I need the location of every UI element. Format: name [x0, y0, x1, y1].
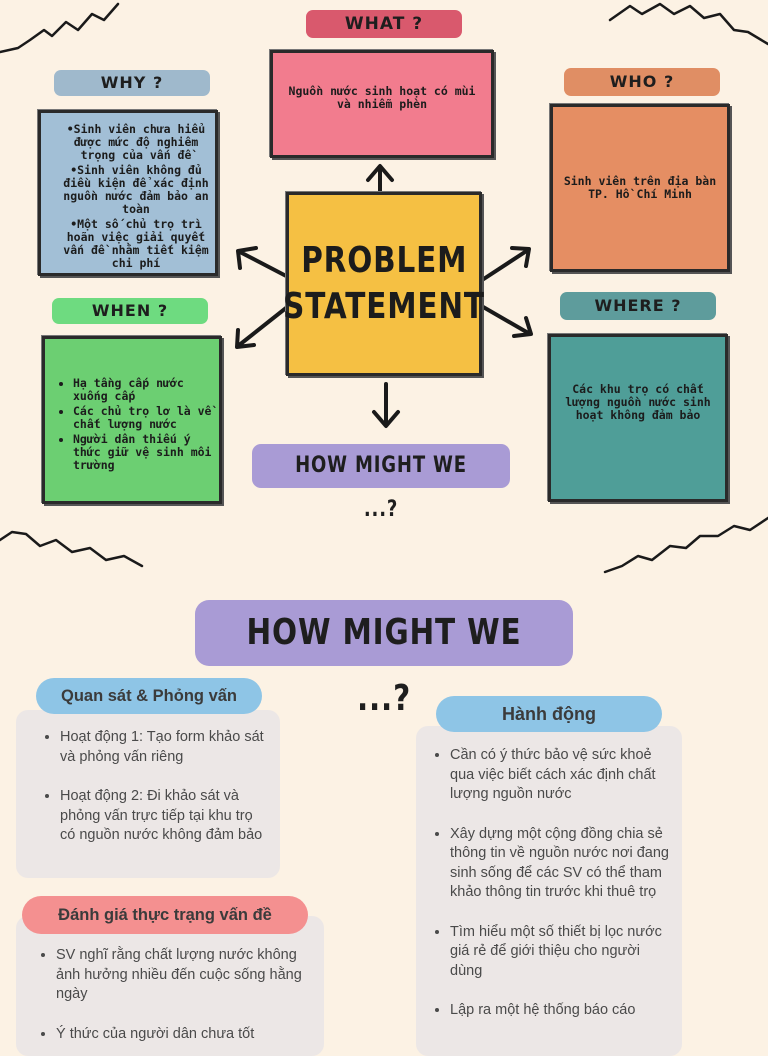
hmw-title-label: HOW MIGHT WE ...?: [246, 612, 522, 719]
what-tag: WHAT ?: [306, 10, 462, 38]
action-item: Cần có ý thức bảo vệ sức khoẻ qua việc b…: [450, 746, 672, 805]
what-label: WHAT ?: [344, 14, 424, 34]
arrow-downright-icon: [476, 302, 533, 338]
problem-statement-card: PROBLEM STATEMENT: [283, 192, 485, 376]
arrow-down-icon: [372, 382, 400, 428]
why-item: •Một số chủ trọ trì hoãn việc giải quyết…: [63, 217, 209, 270]
why-tag: WHY ?: [54, 70, 210, 96]
when-item: Người dân thiếu ý thức giữ vệ sinh môi t…: [73, 433, 213, 472]
where-tag: WHERE ?: [560, 292, 716, 320]
decoration-layer: [0, 2, 768, 574]
why-card: •Sinh viên chưa hiểu được mức độ nghiêm …: [38, 110, 218, 276]
when-card: Hạ tầng cấp nước xuống cấp Các chủ trọ l…: [42, 336, 222, 504]
arrow-upright-icon: [474, 246, 531, 286]
assess-item: SV nghĩ rằng chất lượng nước không ảnh h…: [56, 946, 310, 1005]
when-item: Hạ tầng cấp nước xuống cấp: [73, 377, 213, 403]
why-label: WHY ?: [100, 73, 164, 92]
observe-label: Quan sát & Phỏng vấn: [60, 687, 238, 705]
problem-statement-line1: PROBLEM: [300, 240, 468, 281]
arrow-upleft-icon: [236, 246, 292, 280]
action-pill: Hành động: [436, 696, 662, 732]
when-tag: WHEN ?: [52, 298, 208, 324]
where-text: Các khu trọ có chất lượng nguồn nước sin…: [565, 382, 711, 422]
assess-label: Đánh giá thực trạng vấn đề: [58, 906, 272, 924]
what-card: Nguồn nước sinh hoạt có mùi và nhiễm phè…: [270, 50, 494, 158]
where-card: Các khu trọ có chất lượng nguồn nước sin…: [548, 334, 728, 502]
zigzag-top-left: [0, 2, 120, 54]
arrow-downleft-icon: [235, 306, 288, 349]
hmw-small-tag: HOW MIGHT WE ...?: [252, 444, 510, 522]
where-label: WHERE ?: [594, 296, 682, 315]
observe-item: Hoạt động 1: Tạo form khảo sát và phỏng …: [60, 728, 266, 767]
zigzag-mid-left: [0, 530, 144, 568]
action-item: Tìm hiểu một số thiết bị lọc nước giá rẻ…: [450, 923, 672, 982]
hmw-title: HOW MIGHT WE ...?: [195, 600, 573, 719]
when-label: WHEN ?: [91, 301, 169, 320]
who-label: WHO ?: [609, 72, 675, 91]
who-card: Sinh viên trên địa bàn TP. Hồ Chí Minh: [550, 104, 730, 272]
action-item: Xây dựng một cộng đồng chia sẻ thông tin…: [450, 825, 672, 903]
hmw-small-label: HOW MIGHT WE ...?: [295, 453, 467, 522]
observe-item: Hoạt động 2: Đi khảo sát và phỏng vấn tr…: [60, 787, 266, 846]
observe-box: Hoạt động 1: Tạo form khảo sát và phỏng …: [16, 710, 280, 878]
zigzag-mid-right: [603, 516, 768, 574]
assess-item: Ý thức của người dân chưa tốt: [56, 1025, 310, 1045]
action-item: Lập ra một hệ thống báo cáo: [450, 1001, 672, 1021]
assess-box: SV nghĩ rằng chất lượng nước không ảnh h…: [16, 916, 324, 1056]
action-label: Hành động: [502, 704, 596, 724]
zigzag-top-right: [608, 2, 768, 46]
who-text: Sinh viên trên địa bàn TP. Hồ Chí Minh: [563, 174, 717, 201]
what-text: Nguồn nước sinh hoạt có mùi và nhiễm phè…: [288, 84, 476, 111]
problem-statement-line2: STATEMENT: [283, 286, 485, 327]
when-item: Các chủ trọ lơ là về chất lượng nước: [73, 405, 213, 431]
observe-pill: Quan sát & Phỏng vấn: [36, 678, 262, 714]
why-item: •Sinh viên không đủ điều kiện để xác địn…: [63, 163, 209, 216]
why-item: •Sinh viên chưa hiểu được mức độ nghiêm …: [66, 122, 206, 162]
who-tag: WHO ?: [564, 68, 720, 96]
assess-pill: Đánh giá thực trạng vấn đề: [22, 896, 308, 934]
action-box: Cần có ý thức bảo vệ sức khoẻ qua việc b…: [416, 726, 682, 1056]
